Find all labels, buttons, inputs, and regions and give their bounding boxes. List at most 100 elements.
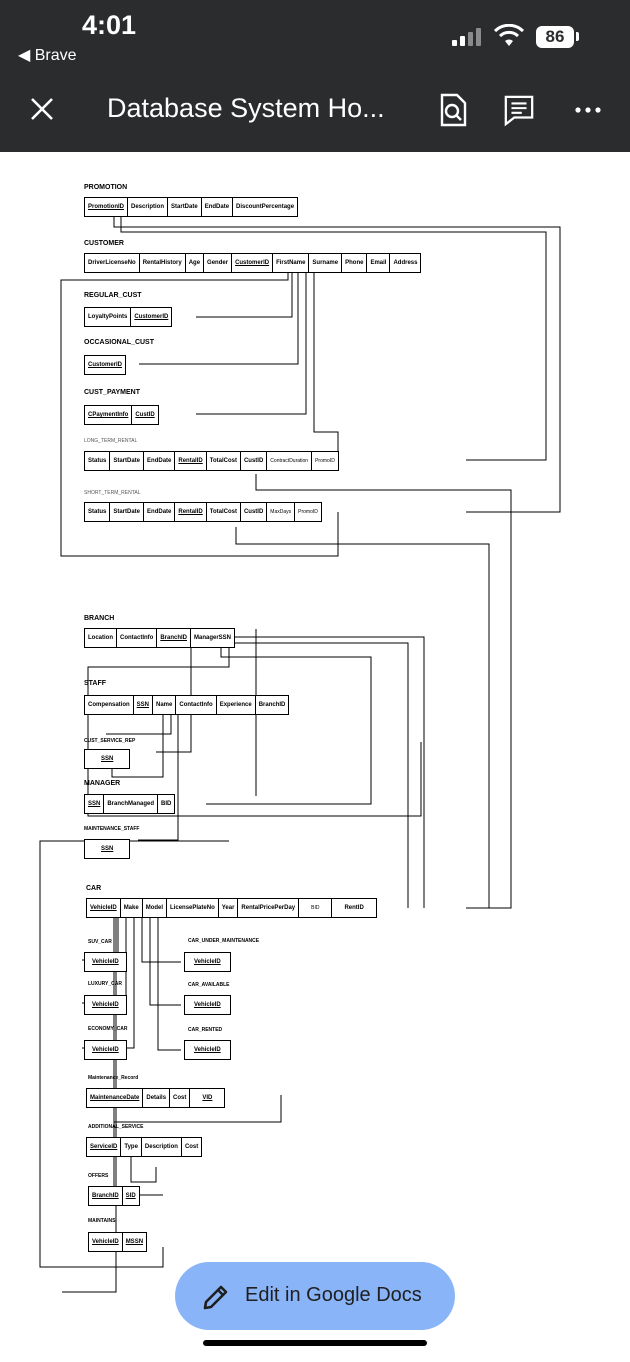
manager-col-1: SSN bbox=[85, 795, 105, 813]
short-term-table: Status StartDate EndDate RentalID TotalC… bbox=[84, 502, 322, 522]
customer-col-10: Address bbox=[393, 260, 418, 266]
add-service-title: ADDITIONAL_SERVICE bbox=[88, 1124, 144, 1130]
under-maint-table: VehicleID bbox=[184, 952, 231, 972]
under-maint-title: CAR_UNDER_MAINTENANCE bbox=[188, 938, 260, 944]
short-term-col-8: PromoID bbox=[298, 509, 318, 515]
pencil-icon bbox=[203, 1285, 228, 1310]
customer-table: DriverLicenseNo RentalHistory Age Gender… bbox=[84, 253, 422, 273]
status-time: 4:01 bbox=[82, 10, 137, 40]
customer-col-5: CustomerID bbox=[232, 254, 274, 272]
maint-record-table: MaintenanceDate Details Cost VID bbox=[86, 1088, 226, 1108]
offers-table: BranchID SID bbox=[88, 1186, 140, 1206]
staff-col-2: SSN bbox=[134, 696, 154, 714]
maint-record-col-3: Cost bbox=[170, 1089, 191, 1107]
branch-col-2: ContactInfo bbox=[117, 629, 158, 647]
find-in-page-icon[interactable] bbox=[437, 93, 469, 127]
manager-col-3: BID bbox=[161, 801, 172, 807]
rented-col-1: VehicleID bbox=[194, 1047, 221, 1053]
economy-table: VehicleID bbox=[84, 1040, 127, 1060]
customer-col-1: DriverLicenseNo bbox=[85, 254, 140, 272]
suv-title: SUV_CAR bbox=[88, 939, 112, 945]
short-term-col-7: MaxDays bbox=[267, 503, 296, 521]
long-term-table: Status StartDate EndDate RentalID TotalC… bbox=[84, 451, 339, 471]
more-vert-icon[interactable] bbox=[572, 93, 604, 127]
short-term-col-4: RentalID bbox=[175, 503, 207, 521]
battery-tip bbox=[576, 32, 579, 41]
economy-col-1: VehicleID bbox=[92, 1047, 119, 1053]
long-term-col-2: StartDate bbox=[110, 452, 145, 470]
maint-record-col-1: MaintenanceDate bbox=[87, 1089, 144, 1107]
customer-col-3: Age bbox=[186, 254, 205, 272]
add-service-col-1: ServiceID bbox=[87, 1138, 122, 1156]
maintains-col-1: VehicleID bbox=[89, 1233, 123, 1251]
add-service-col-2: Type bbox=[121, 1138, 142, 1156]
long-term-col-5: TotalCost bbox=[207, 452, 241, 470]
customer-title: CUSTOMER bbox=[84, 240, 124, 247]
edit-in-google-docs-button[interactable]: Edit in Google Docs bbox=[175, 1262, 455, 1330]
add-service-table: ServiceID Type Description Cost bbox=[86, 1137, 203, 1157]
rented-table: VehicleID bbox=[184, 1040, 231, 1060]
staff-col-1: Compensation bbox=[85, 696, 134, 714]
cust-payment-title: CUST_PAYMENT bbox=[84, 389, 141, 396]
offers-col-1: BranchID bbox=[89, 1187, 123, 1205]
regular-cust-col-1: LoyaltyPoints bbox=[85, 308, 132, 326]
car-col-6: RentalPricePerDay bbox=[238, 899, 300, 917]
luxury-title: LUXURY_CAR bbox=[88, 981, 122, 987]
maint-record-col-2: Details bbox=[143, 1089, 171, 1107]
short-term-col-5: TotalCost bbox=[207, 503, 241, 521]
short-term-col-3: EndDate bbox=[144, 503, 176, 521]
car-col-8: RentID bbox=[344, 905, 364, 911]
long-term-col-4: RentalID bbox=[175, 452, 207, 470]
car-col-3: Model bbox=[143, 899, 168, 917]
rented-title: CAR_RENTED bbox=[188, 1027, 223, 1033]
document-viewer[interactable]: PROMOTION PromotionID Description StartD… bbox=[0, 152, 630, 1362]
promotion-table: PromotionID Description StartDate EndDat… bbox=[84, 197, 299, 217]
occasional-cust-table: CustomerID bbox=[84, 355, 127, 375]
cust-service-title: CUST_SERVICE_REP bbox=[84, 738, 136, 744]
customer-col-7: Surname bbox=[309, 254, 343, 272]
cellular-signal-icon bbox=[452, 28, 486, 46]
suv-table: VehicleID bbox=[84, 952, 127, 972]
car-col-4: LicensePlateNo bbox=[167, 899, 219, 917]
staff-col-6: BranchID bbox=[258, 702, 286, 708]
long-term-col-8: PromoID bbox=[315, 458, 335, 464]
short-term-title: SHORT_TERM_RENTAL bbox=[84, 490, 141, 496]
customer-col-8: Phone bbox=[342, 254, 368, 272]
promotion-col-5: DiscountPercentage bbox=[236, 204, 295, 210]
available-table: VehicleID bbox=[184, 995, 231, 1015]
branch-table: Location ContactInfo BranchID ManagerSSN bbox=[84, 628, 236, 648]
comment-icon[interactable] bbox=[503, 93, 535, 127]
economy-title: ECONOMY_CAR bbox=[88, 1026, 128, 1032]
regular-cust-title: REGULAR_CUST bbox=[84, 292, 142, 299]
manager-title: MANAGER bbox=[84, 780, 121, 787]
car-col-2: Make bbox=[121, 899, 143, 917]
back-to-app-link[interactable]: ◀ Brave bbox=[18, 47, 77, 64]
car-col-1: VehicleID bbox=[87, 899, 121, 917]
regular-cust-table: LoyaltyPoints CustomerID bbox=[84, 307, 173, 327]
add-service-col-3: Description bbox=[142, 1138, 182, 1156]
long-term-col-7: ContractDuration bbox=[267, 452, 313, 470]
wifi-icon bbox=[494, 24, 524, 46]
customer-col-2: RentalHistory bbox=[140, 254, 186, 272]
long-term-title: LONG_TERM_RENTAL bbox=[84, 438, 138, 444]
offers-title: OFFERS bbox=[88, 1173, 109, 1179]
occasional-cust-col-1: CustomerID bbox=[88, 362, 123, 368]
luxury-table: VehicleID bbox=[84, 995, 127, 1015]
maintains-col-2: MSSN bbox=[125, 1239, 144, 1245]
under-maint-col-1: VehicleID bbox=[194, 959, 221, 965]
staff-table: Compensation SSN Name ContactInfo Experi… bbox=[84, 695, 290, 715]
cust-payment-table: CPaymentInfo CustID bbox=[84, 405, 159, 425]
long-term-col-6: CustID bbox=[241, 452, 268, 470]
branch-col-4: ManagerSSN bbox=[194, 635, 232, 641]
manager-col-2: BranchManaged bbox=[104, 795, 159, 813]
car-col-7: BID bbox=[299, 899, 333, 917]
luxury-col-1: VehicleID bbox=[92, 1002, 119, 1008]
close-icon[interactable] bbox=[28, 95, 56, 123]
occasional-cust-title: OCCASIONAL_CUST bbox=[84, 339, 155, 346]
promotion-col-2: Description bbox=[128, 198, 169, 216]
home-indicator[interactable] bbox=[203, 1340, 427, 1346]
customer-col-9: Email bbox=[367, 254, 391, 272]
maint-record-title: Maintenance_Record bbox=[88, 1075, 139, 1081]
cust-service-col-1: SSN bbox=[101, 756, 114, 762]
maintains-title: MAINTAINS bbox=[88, 1218, 116, 1224]
